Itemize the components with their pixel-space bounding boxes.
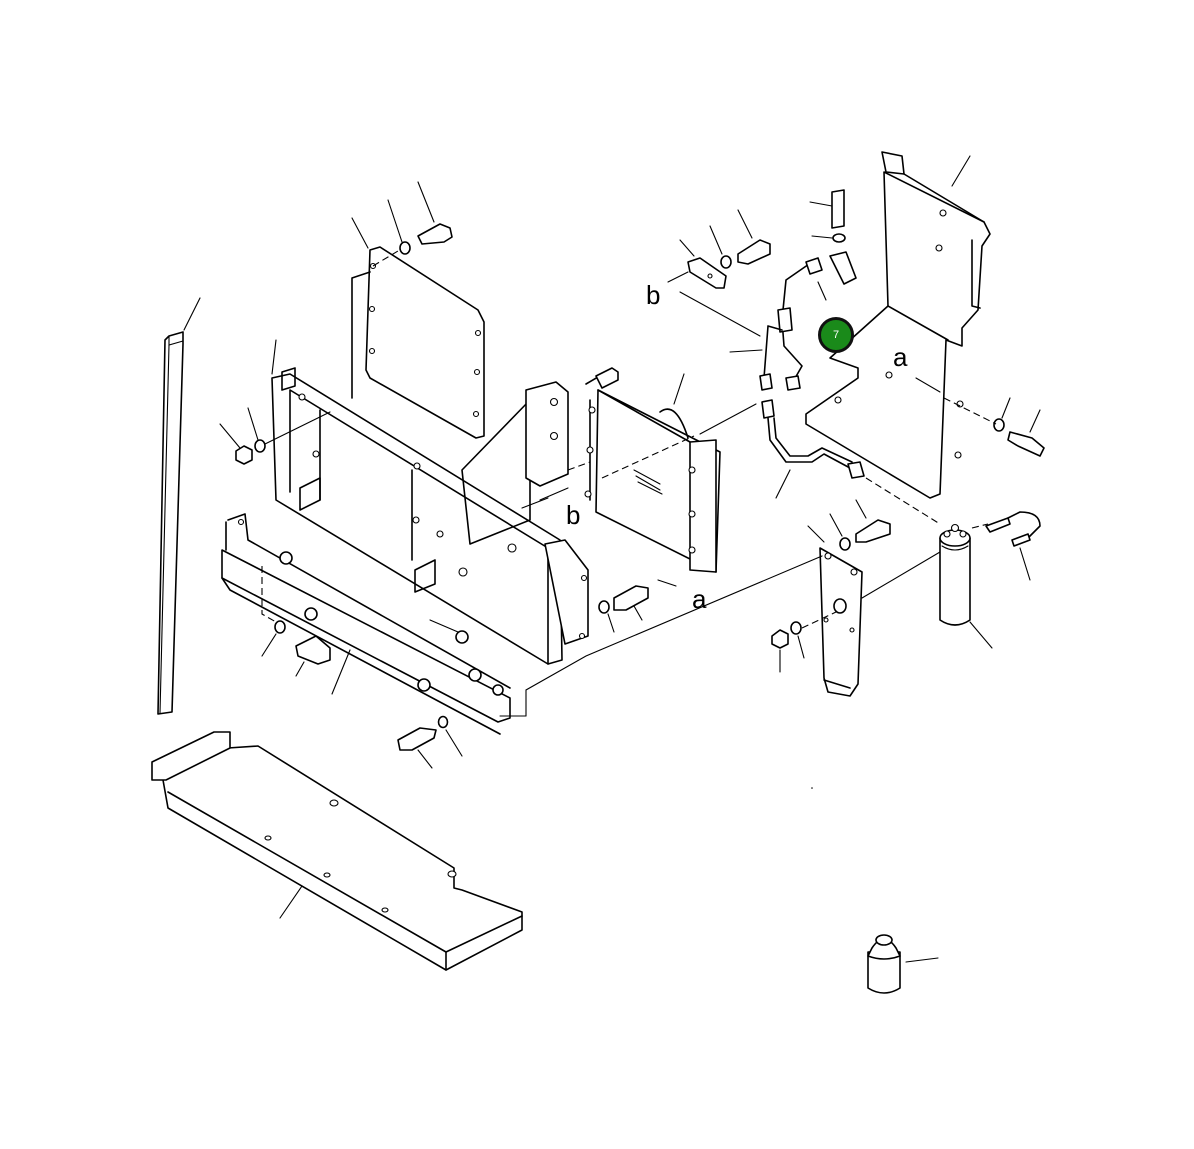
callout-marker-7[interactable]: 7 <box>818 317 854 353</box>
bolts-washers-nuts <box>219 189 1045 769</box>
receiver-drier <box>939 511 1041 649</box>
reference-label-a-upper: a <box>893 342 908 372</box>
side-cover-bracket <box>805 151 997 499</box>
filter-cap <box>867 934 939 994</box>
refrigerant-pipe-upper <box>679 257 823 391</box>
bottom-rail <box>221 513 527 735</box>
condenser-core <box>539 367 757 587</box>
cover-plate-upper <box>351 181 485 439</box>
lower-guard-plate <box>151 731 523 971</box>
callout-number: 7 <box>832 329 840 341</box>
reference-label-b-lower: b <box>566 500 581 530</box>
vertical-rubber-strip <box>157 297 201 715</box>
radiator-frame <box>271 339 591 665</box>
refrigerant-hose-lower <box>761 399 941 525</box>
receiver-bracket <box>525 525 941 717</box>
mounting-clamp <box>667 239 727 289</box>
reference-label-a-lower: a <box>692 584 707 614</box>
reference-label-b-upper: b <box>646 280 661 310</box>
